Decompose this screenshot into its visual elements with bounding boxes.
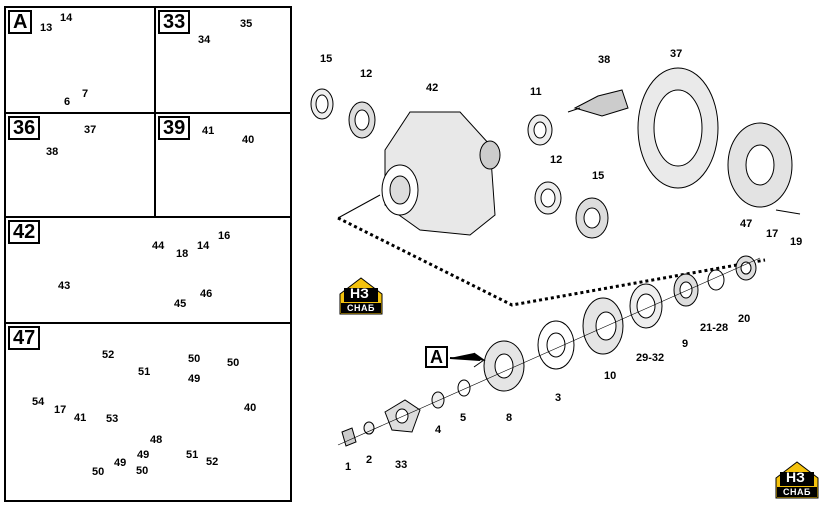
panel-39: 39 bbox=[154, 112, 292, 218]
part-number: 50 bbox=[188, 353, 201, 365]
part-number: 43 bbox=[58, 280, 71, 292]
logo-sub: СНАБ bbox=[777, 487, 817, 497]
part-number: 38 bbox=[598, 54, 611, 66]
part-number: 1 bbox=[345, 461, 352, 473]
part-number: 9 bbox=[682, 338, 689, 350]
logo-brand: НЗ bbox=[350, 285, 369, 301]
main-differential-icon bbox=[727, 122, 801, 215]
logo-brand: НЗ bbox=[786, 469, 805, 485]
part-number: 10 bbox=[604, 370, 617, 382]
panel-tag: 33 bbox=[158, 10, 191, 34]
part-number: 37 bbox=[670, 48, 683, 60]
part-number: 3 bbox=[555, 392, 562, 404]
part-number: 29-32 bbox=[636, 352, 665, 364]
part-number: 20 bbox=[738, 313, 751, 325]
panel-42: 42 bbox=[4, 216, 292, 324]
part-number: 46 bbox=[200, 288, 213, 300]
panel-a: A bbox=[4, 6, 156, 114]
lower-exploded-chain-icon bbox=[337, 255, 761, 447]
panel-tag: A bbox=[8, 10, 33, 34]
part-number: 41 bbox=[202, 125, 215, 137]
part-number: 15 bbox=[592, 170, 605, 182]
part-number: 37 bbox=[84, 124, 97, 136]
part-number: 35 bbox=[240, 18, 253, 30]
part-number: 49 bbox=[137, 449, 150, 461]
pinion-shaft-icon bbox=[567, 89, 629, 117]
part-number: 50 bbox=[92, 466, 105, 478]
part-number: 4 bbox=[435, 424, 442, 436]
part-number: 19 bbox=[790, 236, 803, 248]
part-number: 15 bbox=[320, 53, 333, 65]
panel-47: 47 bbox=[4, 322, 292, 502]
part-number: 14 bbox=[197, 240, 210, 252]
part-number: 47 bbox=[740, 218, 753, 230]
logo-sub: СНАБ bbox=[341, 303, 381, 313]
panel-33: 33 bbox=[154, 6, 292, 114]
part-number: 51 bbox=[138, 366, 151, 378]
part-number: 11 bbox=[530, 86, 542, 98]
part-number: 34 bbox=[198, 34, 211, 46]
part-number: 2 bbox=[366, 454, 373, 466]
brand-logo-corner: НЗ СНАБ bbox=[774, 460, 820, 500]
part-number: 53 bbox=[106, 413, 119, 425]
part-number: 54 bbox=[32, 396, 45, 408]
part-number: 52 bbox=[102, 349, 115, 361]
part-number: 41 bbox=[74, 412, 87, 424]
callout-a: A bbox=[425, 346, 448, 368]
part-number: 5 bbox=[460, 412, 467, 424]
bearing-cup-icon bbox=[310, 88, 609, 239]
panel-tag: 42 bbox=[8, 220, 41, 244]
part-number: 12 bbox=[550, 154, 563, 166]
brand-logo: НЗ СНАБ bbox=[338, 276, 384, 316]
part-number: 40 bbox=[242, 134, 255, 146]
part-number: 17 bbox=[54, 404, 67, 416]
part-number: 38 bbox=[46, 146, 59, 158]
part-number: 21-28 bbox=[700, 322, 729, 334]
panel-36: 36 bbox=[4, 112, 156, 218]
part-number: 7 bbox=[82, 88, 89, 100]
part-number: 18 bbox=[176, 248, 189, 260]
part-number: 49 bbox=[188, 373, 201, 385]
main-housing-icon bbox=[381, 111, 501, 236]
part-number: 33 bbox=[395, 459, 408, 471]
part-number: 16 bbox=[218, 230, 231, 242]
part-number: 6 bbox=[64, 96, 71, 108]
part-number: 51 bbox=[186, 449, 199, 461]
part-number: 8 bbox=[506, 412, 513, 424]
part-number: 42 bbox=[426, 82, 439, 94]
part-number: 44 bbox=[152, 240, 165, 252]
part-number: 40 bbox=[244, 402, 257, 414]
main-crown-gear-icon bbox=[637, 67, 719, 189]
part-number: 12 bbox=[360, 68, 373, 80]
panel-tag: 36 bbox=[8, 116, 41, 140]
part-number: 13 bbox=[40, 22, 53, 34]
part-number: 50 bbox=[136, 465, 149, 477]
panel-tag: 47 bbox=[8, 326, 41, 350]
part-number: 49 bbox=[114, 457, 127, 469]
part-number: 50 bbox=[227, 357, 240, 369]
part-number: 52 bbox=[206, 456, 219, 468]
part-number: 48 bbox=[150, 434, 163, 446]
part-number: 14 bbox=[60, 12, 73, 24]
panel-tag: 39 bbox=[158, 116, 191, 140]
part-number: 45 bbox=[174, 298, 187, 310]
part-number: 17 bbox=[766, 228, 779, 240]
